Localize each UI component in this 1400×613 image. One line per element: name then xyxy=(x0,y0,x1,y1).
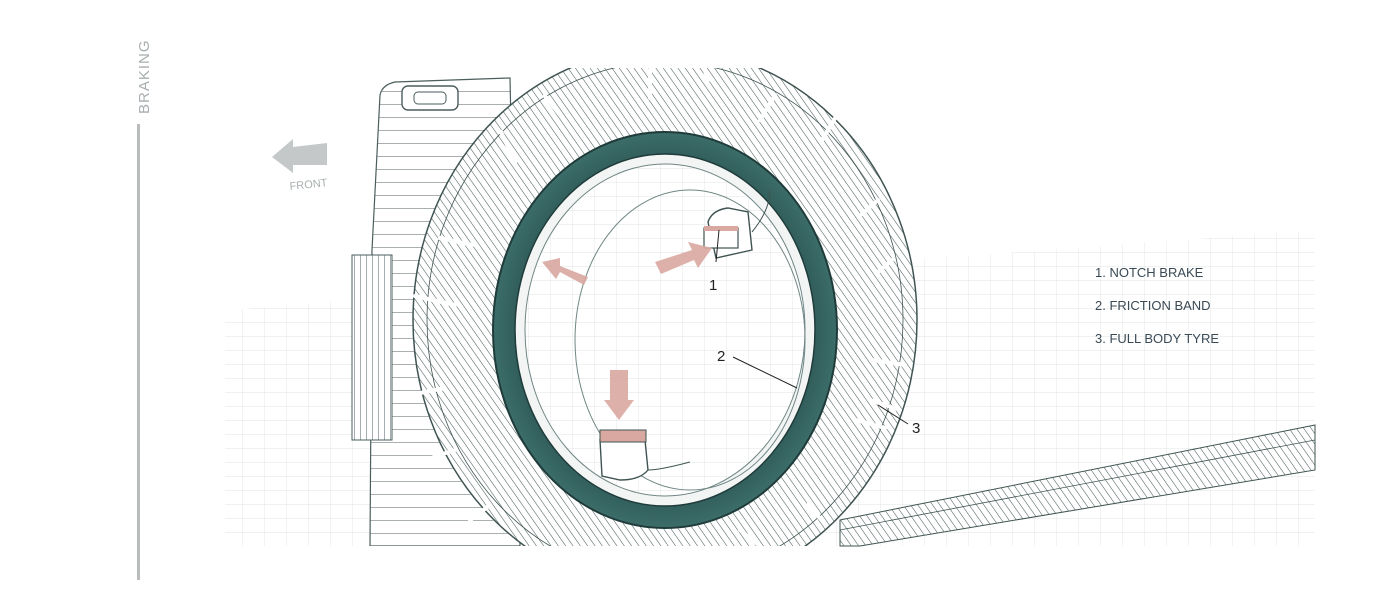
legend: 1. NOTCH BRAKE 2. FRICTION BAND 3. FULL … xyxy=(1095,264,1219,363)
callout-3: 3 xyxy=(912,420,920,437)
arrow-down-icon xyxy=(604,370,634,420)
notch-brake-top xyxy=(703,189,771,259)
arrow-right-icon xyxy=(655,242,712,274)
track-ramp xyxy=(839,424,1316,547)
notch-brake-bottom xyxy=(599,429,691,481)
front-indicator: FRONT xyxy=(272,139,328,193)
legend-item: 2. FRICTION BAND xyxy=(1095,298,1211,313)
friction-band xyxy=(492,131,838,529)
section-title: BRAKING xyxy=(136,39,153,114)
tread-notches xyxy=(408,68,907,546)
arrow-left-upper-icon xyxy=(542,258,588,285)
front-label: FRONT xyxy=(289,177,328,193)
legend-item: 3. FULL BODY TYRE xyxy=(1095,331,1220,346)
arrow-left-icon xyxy=(272,139,327,173)
brake-arrows xyxy=(542,242,712,420)
callout-lines xyxy=(715,229,909,425)
section-divider xyxy=(137,124,140,580)
legend-item: 1. NOTCH BRAKE xyxy=(1095,265,1204,280)
callout-2: 2 xyxy=(717,348,725,365)
callout-1: 1 xyxy=(709,277,717,294)
